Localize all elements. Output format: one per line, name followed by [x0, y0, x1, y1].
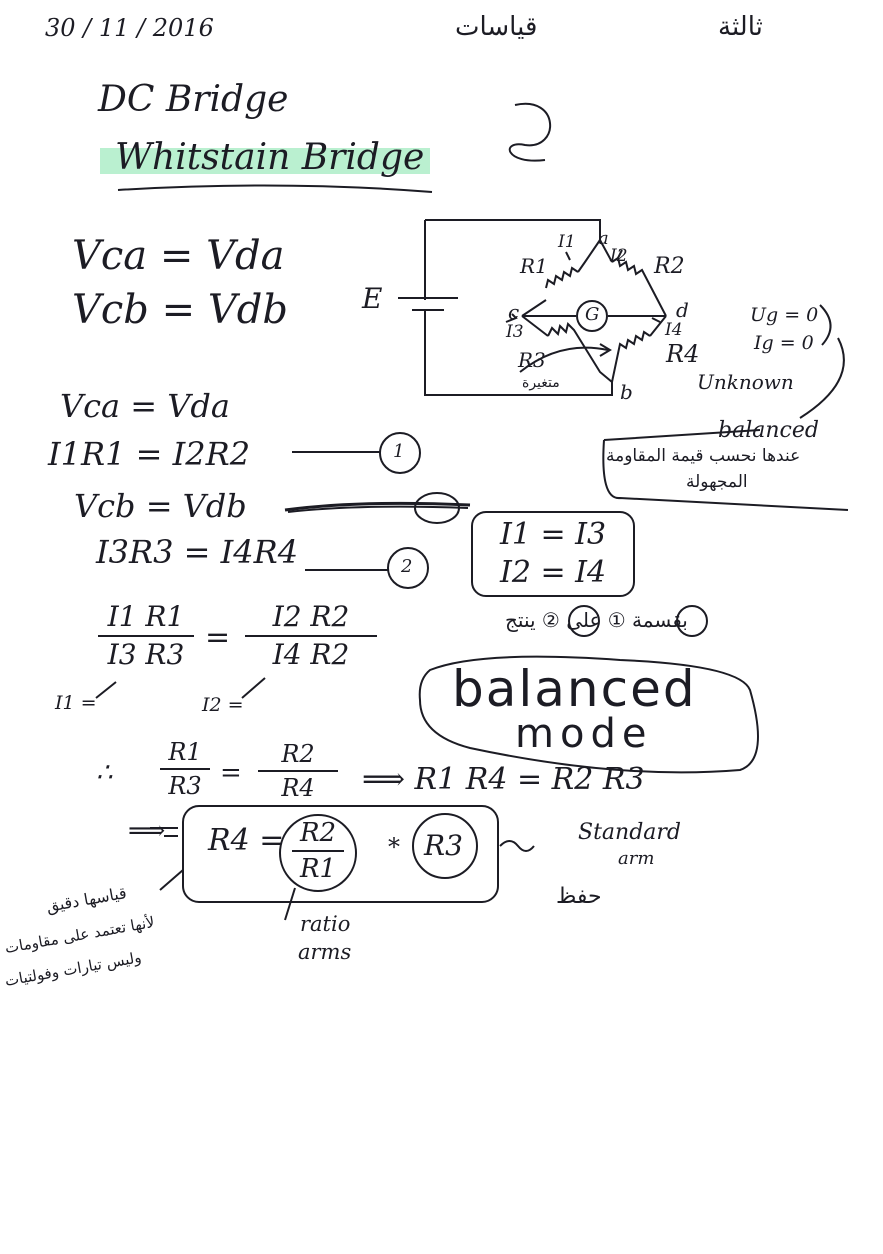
note-memorize: حفظ — [556, 884, 602, 909]
ratio-r2-r4: R2 R4 — [258, 742, 338, 800]
mark-eq-2: 2 — [401, 556, 413, 577]
cond-ug: Ug = 0 — [750, 304, 819, 326]
ratio-r2: R2 — [281, 740, 315, 768]
label-galvanometer: G — [585, 304, 600, 325]
eq-vcb-vdb-2: Vcb = Vdb — [74, 487, 247, 525]
level-label: ثالثة — [718, 12, 763, 42]
mark-eq-1: 1 — [393, 441, 405, 462]
eq-vcb-vdb: Vcb = Vdb — [72, 287, 288, 333]
label-i1: I1 — [558, 232, 576, 252]
fraction-equals: = — [205, 620, 231, 655]
therefore-symbol: ∴ — [96, 758, 113, 788]
note-arms: arms — [298, 940, 352, 964]
note-divide: بقسمة ① على ② ينتج — [505, 608, 688, 632]
label-node-b: b — [620, 380, 633, 404]
note-i1: I1 = — [55, 692, 97, 714]
fraction-left-den: I3 R3 — [107, 638, 185, 671]
final-lhs: R4 = — [208, 823, 285, 858]
label-i2: I2 — [610, 246, 628, 266]
label-node-c: c — [508, 300, 520, 324]
final-den: R1 — [299, 854, 337, 884]
note-unknown: Unknown — [697, 370, 794, 394]
label-i4: I4 — [665, 320, 683, 340]
eq-vca-vda: Vca = Vda — [72, 233, 285, 279]
label-i3: I3 — [506, 322, 524, 342]
note-compute-unknown-1: عندها نحسب قيمة المقاومة — [606, 446, 801, 466]
note-variable: متغيرة — [522, 375, 560, 391]
note-standard-arm-1: Standard — [578, 820, 681, 845]
ratio-equals: = — [220, 758, 242, 788]
label-node-a: a — [598, 228, 609, 249]
ratio-r1: R1 — [168, 738, 202, 766]
final-num: R2 — [299, 818, 337, 848]
date: 30 / 11 / 2016 — [45, 14, 214, 42]
balanced-mode-line1: balanced — [452, 660, 697, 718]
ratio-r4: R4 — [281, 774, 315, 802]
ratio-r1-r3: R1 R3 — [160, 740, 210, 798]
box-i2-i4: I2 = I4 — [500, 555, 607, 590]
note-standard-arm-2: arm — [618, 848, 655, 869]
label-r3: R3 — [518, 348, 546, 372]
label-r4: R4 — [666, 340, 700, 368]
fraction-right-den: I4 R2 — [272, 638, 350, 671]
title-dc-bridge: DC Bridge — [98, 79, 289, 120]
note-ratio: ratio — [300, 912, 351, 936]
balanced-mode-line2: mode — [515, 711, 653, 757]
fraction-right: I2 R2 I4 R2 — [245, 603, 377, 669]
label-node-d: d — [676, 298, 689, 322]
box-i1-i3: I1 = I3 — [500, 517, 607, 552]
title-wheatstone: Whitstain Bridge — [115, 137, 425, 178]
eq-i1r1-i2r2: I1R1 = I2R2 — [48, 435, 251, 473]
fraction-left-num: I1 R1 — [107, 600, 185, 633]
label-source-e: E — [362, 282, 383, 315]
subject-title: قياسات — [455, 12, 538, 42]
fraction-right-num: I2 R2 — [272, 600, 350, 633]
final-r3: R3 — [424, 829, 463, 862]
label-r2: R2 — [654, 254, 685, 279]
eq-vca-vda-2: Vca = Vda — [60, 387, 230, 425]
title-highlight — [100, 148, 430, 174]
eq-cross-product: ⟹ R1 R4 = R2 R3 — [362, 762, 645, 797]
note-i2: I2 = — [202, 694, 244, 716]
note-compute-unknown-2: المجهولة — [686, 472, 748, 492]
final-times: * — [388, 833, 400, 861]
label-r1: R1 — [520, 254, 548, 278]
final-fraction: R2 R1 — [292, 820, 344, 882]
cond-balanced: balanced — [718, 418, 819, 443]
implies-arrow: ⟹ — [128, 816, 166, 846]
eq-i3r3-i4r4: I3R3 = I4R4 — [96, 533, 299, 571]
cond-ig: Ig = 0 — [754, 332, 814, 354]
ratio-r3: R3 — [168, 772, 202, 800]
fraction-left: I1 R1 I3 R3 — [98, 603, 194, 669]
